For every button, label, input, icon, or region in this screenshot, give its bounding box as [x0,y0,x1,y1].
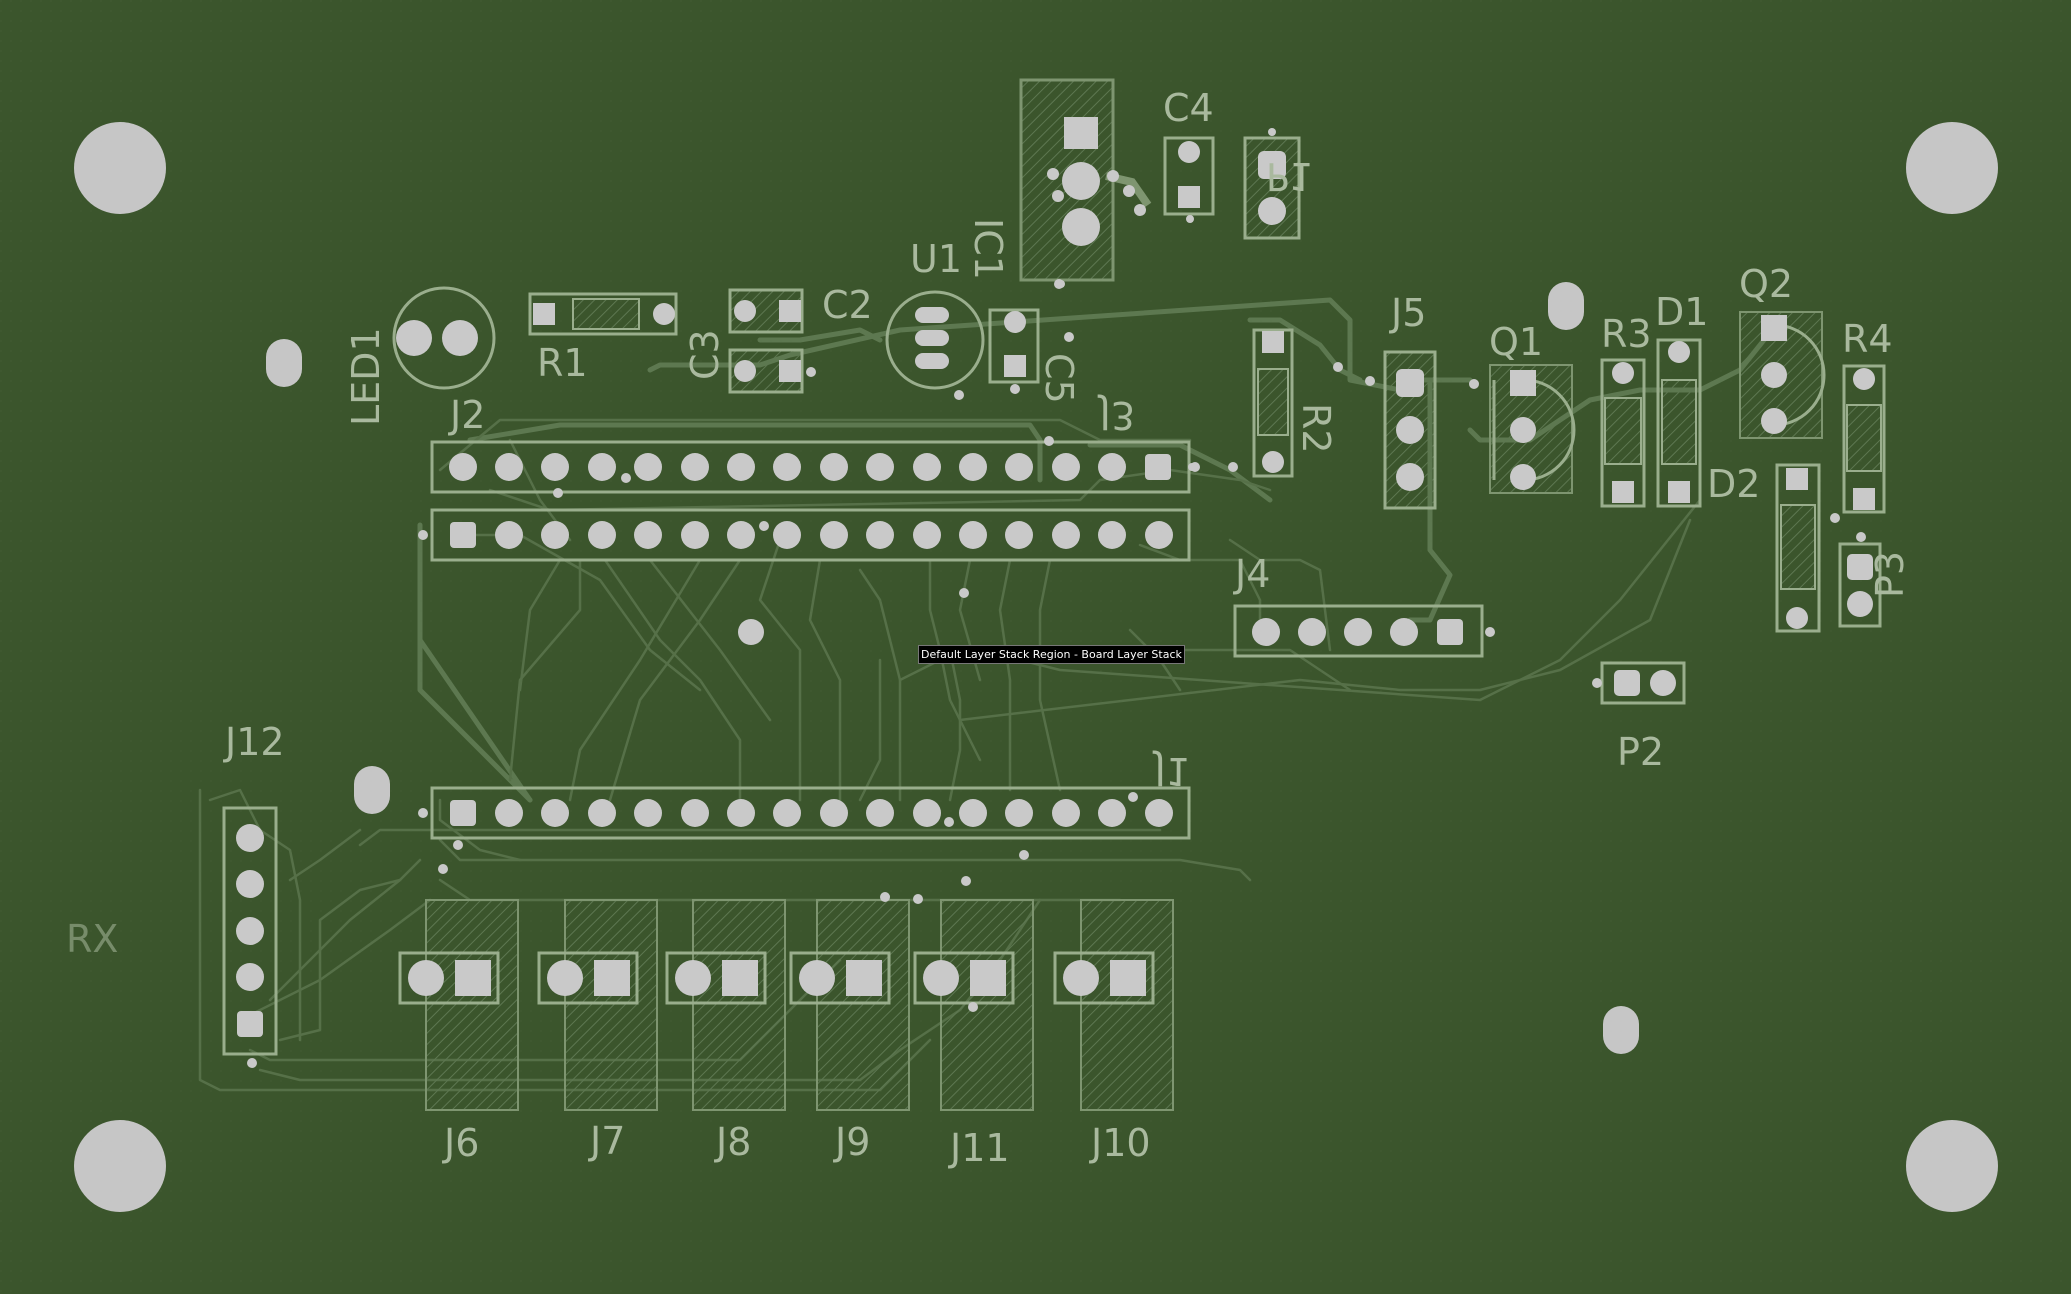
label-j10: J10 [1089,1121,1151,1165]
component-j7[interactable] [537,899,658,1111]
mounting-hole-top-left[interactable] [74,122,166,214]
component-p1[interactable] [1243,136,1301,240]
label-j5: J5 [1389,291,1426,335]
label-q1: Q1 [1489,320,1543,364]
label-j4: J4 [1233,552,1270,596]
component-j12[interactable] [222,806,278,1056]
label-j12: J12 [223,720,285,764]
mounting-hole-bottom-right[interactable] [1906,1120,1998,1212]
component-r4[interactable] [1842,364,1886,514]
label-p3: P3 [1868,551,1912,598]
label-j7: J7 [588,1119,625,1163]
component-r2[interactable] [1252,328,1294,478]
component-j8[interactable] [665,899,786,1111]
mounting-hole-bottom-left[interactable] [74,1120,166,1212]
component-j11[interactable] [913,899,1034,1111]
traces-thin [198,418,1702,1092]
label-ic1: IC1 [966,218,1010,280]
component-r1[interactable] [528,292,678,336]
label-j11: J11 [948,1126,1010,1170]
component-c4[interactable] [1163,136,1215,216]
label-p2: P2 [1617,730,1664,774]
label-j9: J9 [833,1120,870,1164]
label-j6: J6 [442,1121,479,1165]
header-j2[interactable] [430,440,1191,494]
component-d2[interactable] [1775,463,1821,633]
label-j8: J8 [714,1120,751,1164]
component-led1[interactable] [392,286,496,390]
slot-hole[interactable] [1548,282,1584,330]
label-j2: J2 [448,393,485,437]
component-c5[interactable] [988,308,1040,384]
label-q2: Q2 [1739,262,1793,306]
label-led1: LED1 [344,327,388,426]
component-c3[interactable] [728,348,804,394]
label-c2: C2 [822,283,873,327]
component-j4[interactable] [1233,604,1484,658]
label-d2: D2 [1707,462,1760,506]
component-r3[interactable] [1600,358,1646,508]
slot-hole[interactable] [266,339,302,387]
label-d1: D1 [1655,290,1708,334]
component-c2[interactable] [728,288,804,334]
component-p3[interactable] [1838,542,1882,628]
header-j2-row2[interactable] [430,508,1191,562]
component-ic1[interactable] [1019,78,1152,282]
component-q2[interactable] [1739,311,1826,439]
component-q1[interactable] [1489,364,1576,494]
label-c3: C3 [683,329,727,380]
label-p1: P1 [1266,154,1313,198]
component-j5[interactable] [1383,350,1437,510]
component-d1[interactable] [1656,338,1702,508]
label-r3: R3 [1601,312,1652,356]
mounting-hole-top-right[interactable] [1906,122,1998,214]
slot-hole[interactable] [354,766,390,814]
component-j9[interactable] [789,899,910,1111]
header-j1[interactable] [430,786,1191,840]
label-j3: J3 [1098,393,1135,437]
label-c5: C5 [1037,353,1081,404]
label-r1: R1 [537,341,588,385]
component-j6[interactable] [398,899,519,1111]
label-c4: C4 [1163,86,1214,130]
vias [247,128,1866,1068]
label-j1: J1 [1153,749,1190,793]
label-u1: U1 [910,237,962,281]
layer-stack-tooltip: Default Layer Stack Region - Board Layer… [918,645,1185,664]
slot-hole[interactable] [1603,1006,1639,1054]
component-u1[interactable] [885,290,985,390]
label-r2: R2 [1294,403,1338,454]
component-j10[interactable] [1053,899,1174,1111]
label-r4: R4 [1842,317,1893,361]
silkscreen-labels: IC1 C4 P1 U1 C2 C3 C5 R1 LED1 J2 J3 R2 J… [66,86,1912,1170]
label-rx: RX [66,917,118,961]
